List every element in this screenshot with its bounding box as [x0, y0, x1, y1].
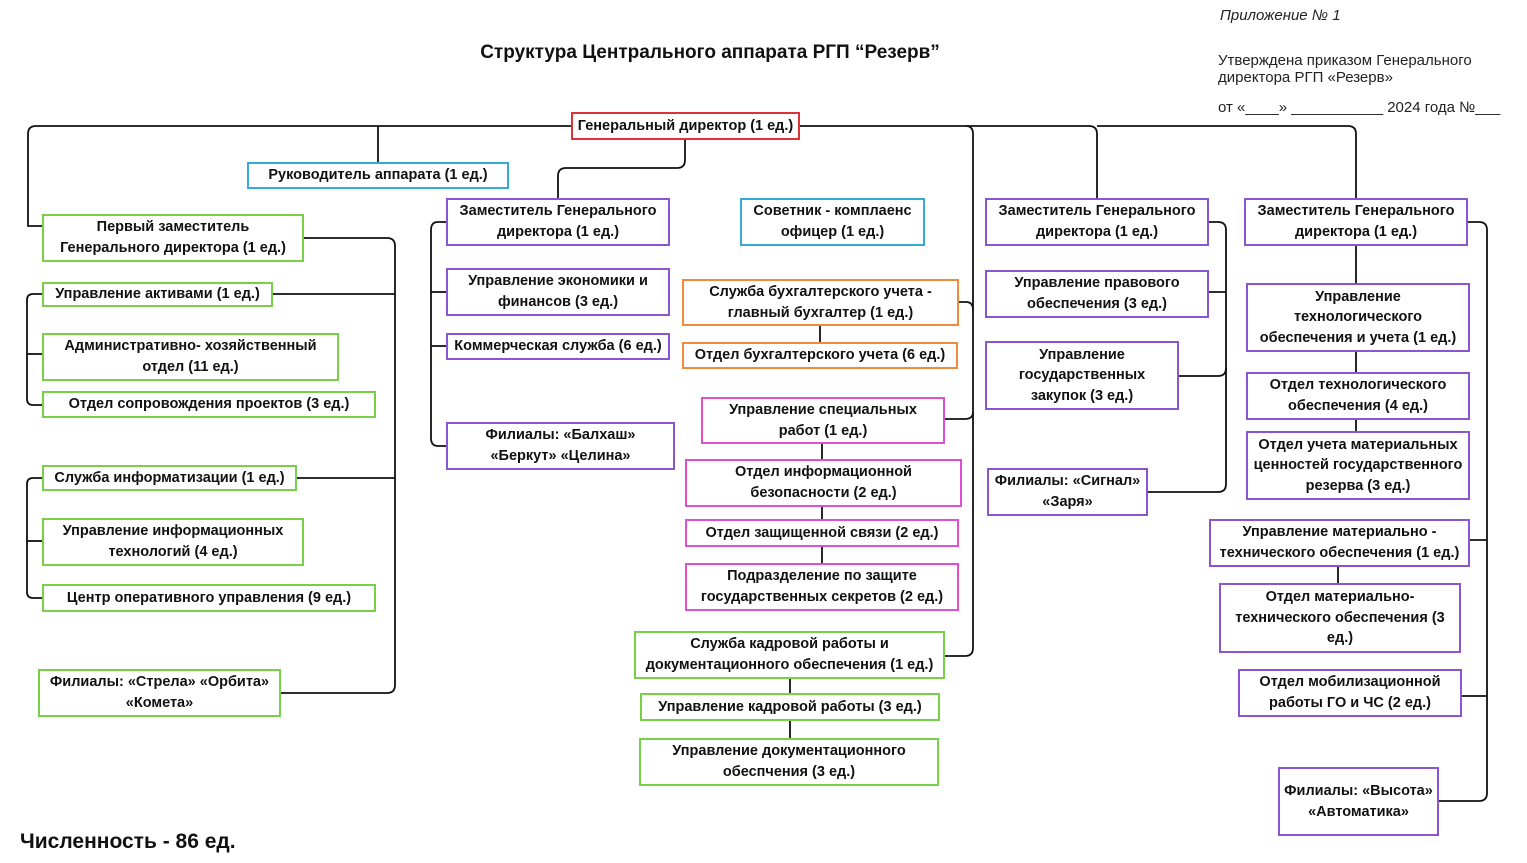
order-line: от «____» ___________ 2024 года №___ [1218, 99, 1501, 116]
box-asset-management[interactable]: Управление активами (1 ед.) [42, 282, 273, 307]
box-reserve-accounting[interactable]: Отдел учета материальных ценностей госуд… [1246, 431, 1470, 500]
box-informatization[interactable]: Служба информатизации (1 ед.) [42, 465, 297, 491]
box-hr-department[interactable]: Управление кадровой работы (3 ед.) [640, 693, 940, 721]
box-ops-center[interactable]: Центр оперативного управления (9 ед.) [42, 584, 376, 612]
box-head-of-staff[interactable]: Руководитель аппарата (1 ед.) [247, 162, 509, 189]
box-deputy-2[interactable]: Заместитель Генерального директора (1 ед… [985, 198, 1209, 246]
box-special-works[interactable]: Управление специальных работ (1 ед.) [701, 397, 945, 444]
box-commercial[interactable]: Коммерческая служба (6 ед.) [446, 333, 670, 360]
box-mobilization[interactable]: Отдел мобилизационной работы ГО и ЧС (2 … [1238, 669, 1462, 717]
box-branches-far-right[interactable]: Филиалы: «Высота» «Автоматика» [1278, 767, 1439, 836]
box-tech-support[interactable]: Управление технологического обеспечения … [1246, 283, 1470, 352]
appendix-label: Приложение № 1 [1220, 7, 1341, 24]
box-legal[interactable]: Управление правового обеспечения (3 ед.) [985, 270, 1209, 318]
box-admin-dept[interactable]: Административно- хозяйственный отдел (11… [42, 333, 339, 381]
box-procurement[interactable]: Управление государственных закупок (3 ед… [985, 341, 1179, 410]
box-accounting-service[interactable]: Служба бухгалтерского учета - главный бу… [682, 279, 959, 326]
box-deputy-3[interactable]: Заместитель Генерального директора (1 ед… [1244, 198, 1468, 246]
box-secure-comm[interactable]: Отдел защищенной связи (2 ед.) [685, 519, 959, 547]
box-branches-left[interactable]: Филиалы: «Стрела» «Орбита» «Комета» [38, 669, 281, 717]
box-deputy-1[interactable]: Заместитель Генерального директора (1 ед… [446, 198, 670, 246]
total-headcount: Численность - 86 ед. [20, 830, 236, 853]
approved-line-2: директора РГП «Резерв» [1218, 69, 1393, 86]
box-compliance[interactable]: Советник - комплаенс офицер (1 ед.) [740, 198, 925, 246]
box-branches-right[interactable]: Филиалы: «Сигнал» «Заря» [987, 468, 1148, 516]
box-branches-mid[interactable]: Филиалы: «Балхаш» «Беркут» «Целина» [446, 422, 675, 470]
box-economy-finance[interactable]: Управление экономики и финансов (3 ед.) [446, 268, 670, 316]
box-info-security[interactable]: Отдел информационной безопасности (2 ед.… [685, 459, 962, 507]
box-accounting-dept[interactable]: Отдел бухгалтерского учета (6 ед.) [682, 342, 958, 369]
box-logistics-dept[interactable]: Отдел материально-технического обеспечен… [1219, 583, 1461, 653]
box-doc-department[interactable]: Управление документационного обеспчения … [639, 738, 939, 786]
approved-line-1: Утверждена приказом Генерального [1218, 52, 1472, 69]
box-project-support[interactable]: Отдел сопровождения проектов (3 ед.) [42, 391, 376, 418]
box-general-director[interactable]: Генеральный директор (1 ед.) [571, 112, 800, 140]
box-state-secrets[interactable]: Подразделение по защите государственных … [685, 563, 959, 611]
box-hr-service[interactable]: Служба кадровой работы и документационно… [634, 631, 945, 679]
box-first-deputy[interactable]: Первый заместитель Генерального директор… [42, 214, 304, 262]
box-tech-dept[interactable]: Отдел технологического обеспечения (4 ед… [1246, 372, 1470, 420]
box-it-department[interactable]: Управление информационных технологий (4 … [42, 518, 304, 566]
page-title: Структура Центрального аппарата РГП “Рез… [480, 42, 940, 63]
box-logistics-mgmt[interactable]: Управление материально - технического об… [1209, 519, 1470, 567]
